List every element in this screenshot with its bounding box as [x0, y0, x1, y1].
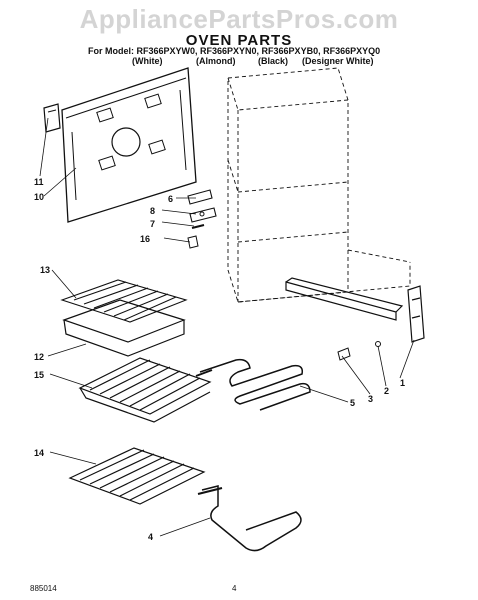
callout-11: 11 [34, 177, 44, 187]
callout-6: 6 [168, 194, 173, 204]
document-number: 885014 [30, 584, 57, 593]
callout-5: 5 [350, 398, 355, 408]
leader-lines [39, 117, 415, 537]
screw [191, 224, 205, 229]
broiler-pan [62, 299, 186, 357]
broil-element [195, 358, 311, 411]
color-white: (White) [132, 56, 163, 66]
oven-temp-sensor [407, 285, 425, 343]
callout-3: 3 [368, 394, 373, 404]
callout-4: 4 [148, 532, 153, 542]
callout-7: 7 [150, 219, 155, 229]
oven-vent-bracket [285, 277, 404, 321]
broiler-pan-grid [60, 279, 188, 323]
bake-element [197, 485, 302, 552]
model-list: For Model: RF366PXYW0, RF366PXYN0, RF366… [88, 46, 381, 56]
color-black: (Black) [258, 56, 289, 66]
page-title: OVEN PARTS [185, 32, 293, 49]
color-designer-white: (Designer White) [302, 56, 374, 66]
callout-8: 8 [150, 206, 155, 216]
callout-14: 14 [34, 448, 44, 458]
oven-cavity-outline [227, 67, 411, 303]
callout-15: 15 [34, 370, 44, 380]
page-number: 4 [232, 584, 237, 593]
sensor-clip [337, 341, 381, 361]
callout-2: 2 [384, 386, 389, 396]
color-almond: (Almond) [196, 56, 236, 66]
oven-rack-lower [68, 447, 206, 505]
insulation-clip [43, 103, 61, 133]
watermark: AppliancePartsPros.com [79, 4, 399, 34]
callout-16: 16 [140, 234, 150, 244]
hinge-receptacle [187, 189, 217, 223]
light-socket [187, 235, 199, 249]
oven-back-panel [61, 67, 197, 223]
callout-1: 1 [400, 378, 405, 388]
callout-13: 13 [40, 265, 50, 275]
oven-rack [78, 357, 212, 423]
callout-12: 12 [34, 352, 44, 362]
callout-10: 10 [34, 192, 44, 202]
